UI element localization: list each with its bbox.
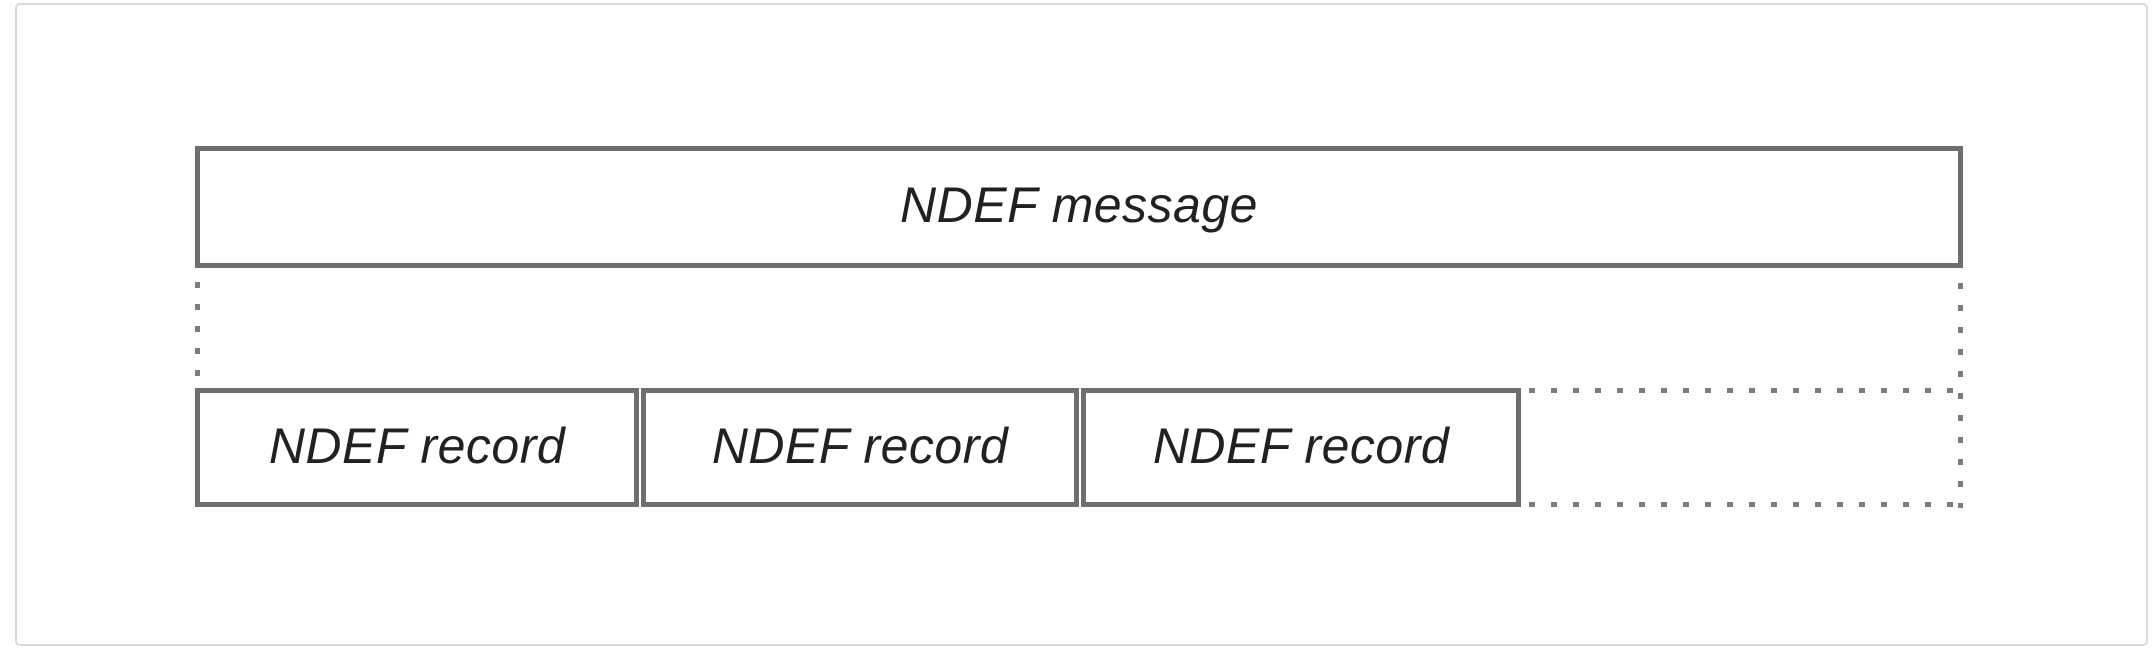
ndef-message-box: NDEF message (195, 146, 1963, 268)
ndef-record-box: NDEF record (641, 388, 1079, 507)
dotted-connector-left (195, 282, 200, 386)
diagram-card: NDEF message NDEF record NDEF record NDE… (15, 3, 2148, 646)
ndef-record-box: NDEF record (1081, 388, 1521, 507)
dotted-edge-bottom (1529, 502, 1959, 507)
ndef-record-label: NDEF record (1152, 417, 1450, 474)
ndef-record-label: NDEF record (268, 417, 566, 474)
dotted-edge-top (1529, 388, 1959, 393)
ndef-message-label: NDEF message (900, 177, 1258, 233)
dotted-connector-right (1958, 283, 1963, 508)
ndef-record-label: NDEF record (711, 417, 1009, 474)
ndef-record-box: NDEF record (195, 388, 639, 507)
